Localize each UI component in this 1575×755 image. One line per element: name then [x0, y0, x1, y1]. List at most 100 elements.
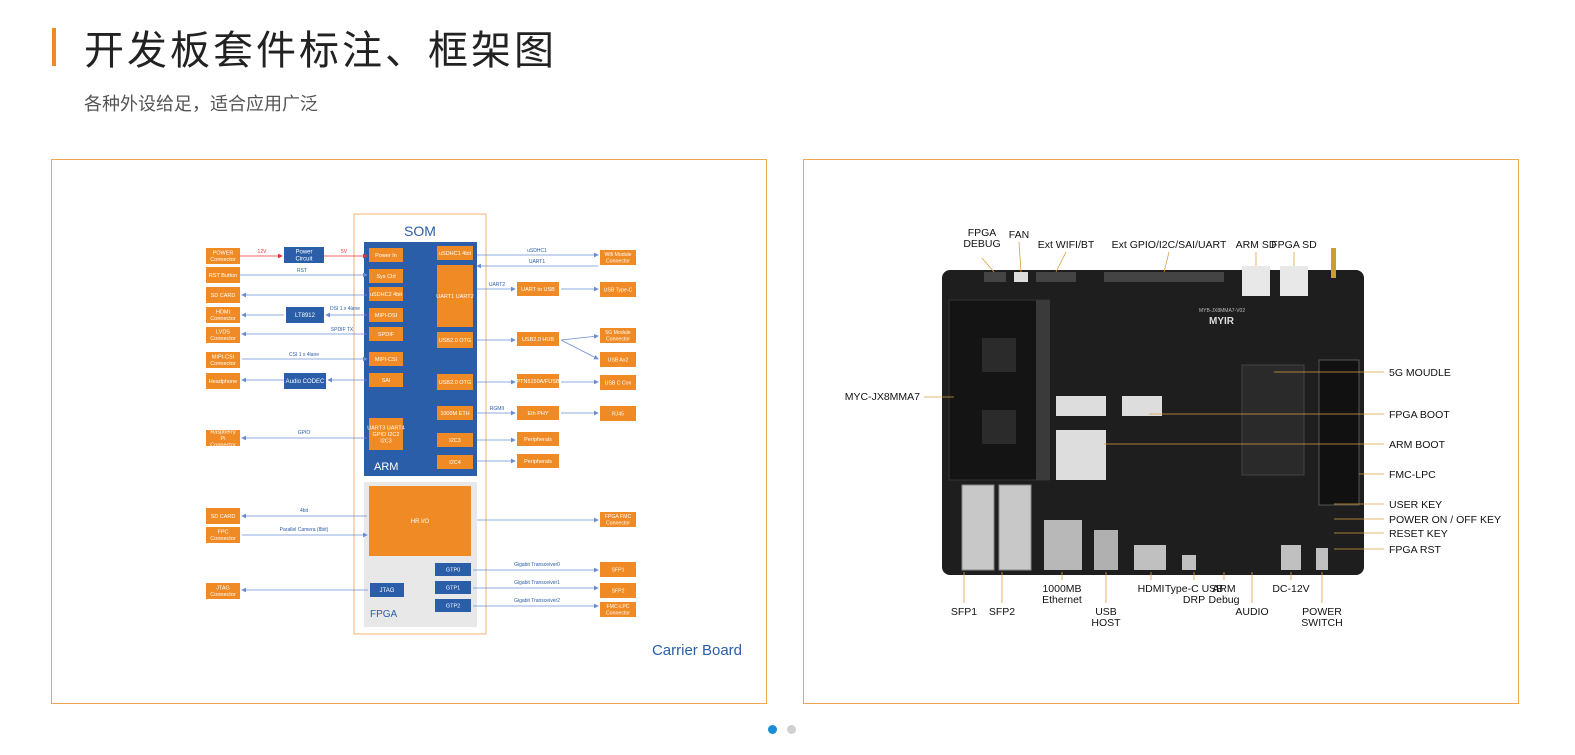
svg-text:SFP2: SFP2	[612, 588, 625, 594]
connector-box: SD CARD	[206, 287, 240, 303]
label-bottom-9: POWER	[1302, 606, 1342, 618]
label-bottom-7: AUDIO	[1235, 606, 1268, 618]
arm-label: ARM	[374, 461, 398, 473]
label-bottom-8: DC-12V	[1272, 583, 1309, 595]
svg-text:SAI: SAI	[382, 378, 391, 384]
svg-text:Connector: Connector	[210, 316, 236, 322]
right-connector-box: SFP2	[600, 583, 636, 598]
svg-text:USB C Con: USB C Con	[605, 380, 632, 386]
middle-right-chips: UART to USB USB2.0 HUB PTN5150A/FUSB Eth PH…	[516, 282, 560, 468]
line-label: Parallel Camera (8bit)	[280, 527, 329, 533]
connector-box: RST Button	[206, 267, 240, 283]
label-som-module: MYC-JX8MMA7	[845, 391, 920, 403]
hr-io-block: HR I/O	[369, 486, 471, 556]
label-bottom-1: SFP2	[989, 606, 1015, 618]
svg-text:Connector: Connector	[606, 610, 630, 616]
svg-text:JTAG: JTAG	[380, 588, 395, 594]
line-label: RST	[297, 268, 307, 274]
label-right-0: 5G MOUDLE	[1389, 367, 1451, 379]
carousel-dot-2[interactable]	[787, 725, 796, 734]
svg-text:USB Type-C: USB Type-C	[604, 287, 633, 293]
svg-text:USB2.0 OTG: USB2.0 OTG	[439, 338, 471, 344]
svg-text:Connector: Connector	[210, 336, 236, 342]
sfp2-cage	[998, 484, 1032, 571]
label-bottom-3: HOST	[1091, 617, 1121, 629]
arm-right-block: USB2.0 OTG	[437, 374, 473, 390]
line-label: CSI 1 x 4lane	[289, 352, 319, 358]
label-bottom-4: HDMI	[1138, 583, 1165, 595]
usb-host-port	[1094, 530, 1118, 570]
svg-text:uSDHC2 4bit: uSDHC2 4bit	[370, 292, 403, 298]
som-outline	[353, 213, 487, 635]
label-bottom-6: ARM	[1212, 583, 1235, 595]
svg-text:Audio CODEC: Audio CODEC	[286, 379, 325, 385]
arm-left-block: MIPI-DSI	[369, 308, 403, 322]
carousel-dots	[768, 725, 796, 734]
arm-chip	[982, 338, 1016, 372]
fpga-boot-switch	[1122, 396, 1162, 416]
svg-text:Raspberry: Raspberry	[210, 429, 236, 435]
label-ext-wifi: Ext WIFI/BT	[1038, 239, 1095, 251]
carousel-dot-1[interactable]	[768, 725, 777, 734]
mid-right-chip: PTN5150A/FUSB	[516, 374, 560, 388]
right-connector-box: USB Ax2	[600, 352, 636, 367]
svg-text:Connector: Connector	[606, 520, 630, 526]
svg-text:USB2.0 HUB: USB2.0 HUB	[522, 337, 554, 343]
svg-text:Peripherals: Peripherals	[524, 459, 552, 465]
gtp1-block: GTP1	[435, 581, 471, 594]
fpga-chip	[982, 410, 1016, 444]
label-bottom-2: 1000MB	[1042, 583, 1081, 595]
label-right-7: FPGA RST	[1389, 544, 1442, 556]
right-connector-box: USB Type-C	[600, 282, 636, 297]
gpio-header	[1104, 272, 1224, 282]
label-bottom-3: USB	[1095, 606, 1117, 618]
som-label: SOM	[404, 223, 436, 239]
label-ext-gpio: Ext GPIO/I2C/SAI/UART	[1112, 239, 1227, 251]
svg-text:Sys Ctrl: Sys Ctrl	[376, 274, 395, 280]
line-label: 5V	[341, 249, 348, 255]
line-label: DSI 1 x 4lane	[330, 306, 360, 312]
line-label: 4bit	[300, 508, 309, 514]
svg-text:1000M ETH: 1000M ETH	[440, 411, 469, 417]
sfp1-cage	[961, 484, 995, 571]
leader-line	[1018, 241, 1022, 273]
arm-right-block: 1000M ETH	[437, 406, 473, 420]
leader-line	[1055, 251, 1067, 273]
leader-line	[981, 257, 995, 273]
label-bottom-9: SWITCH	[1301, 617, 1342, 629]
svg-text:HDMI: HDMI	[216, 310, 231, 316]
wifi-header	[1036, 272, 1076, 282]
hdmi-port	[1134, 545, 1166, 570]
arm-left-block: SAI	[369, 373, 403, 387]
carrier-board-label: Carrier Board	[652, 642, 742, 659]
page-subtitle: 各种外设给足，适合应用广泛	[84, 94, 318, 115]
label-fpga-debug: FPGA	[968, 227, 997, 239]
arm-left-block: Power In	[369, 248, 403, 262]
arm-right-block: I2C4	[437, 455, 473, 469]
svg-text:Connector: Connector	[210, 592, 236, 598]
arm-left-block: Sys Ctrl	[369, 269, 403, 283]
label-right-2: ARM BOOT	[1389, 439, 1446, 451]
fpga-sd-slot	[1280, 266, 1308, 296]
svg-text:UART1 UART2: UART1 UART2	[436, 294, 473, 300]
label-bottom-0: SFP1	[951, 606, 977, 618]
mid-right-chip: USB2.0 HUB	[517, 332, 559, 346]
connector-box: SD CARD	[206, 508, 240, 524]
svg-text:UART to USB: UART to USB	[521, 287, 555, 293]
arm-right-block: UART1 UART2	[436, 265, 474, 327]
label-right-6: RESET KEY	[1389, 528, 1448, 540]
audio-codec-box: Audio CODEC	[284, 373, 326, 389]
svg-text:Eth PHY: Eth PHY	[527, 411, 548, 417]
